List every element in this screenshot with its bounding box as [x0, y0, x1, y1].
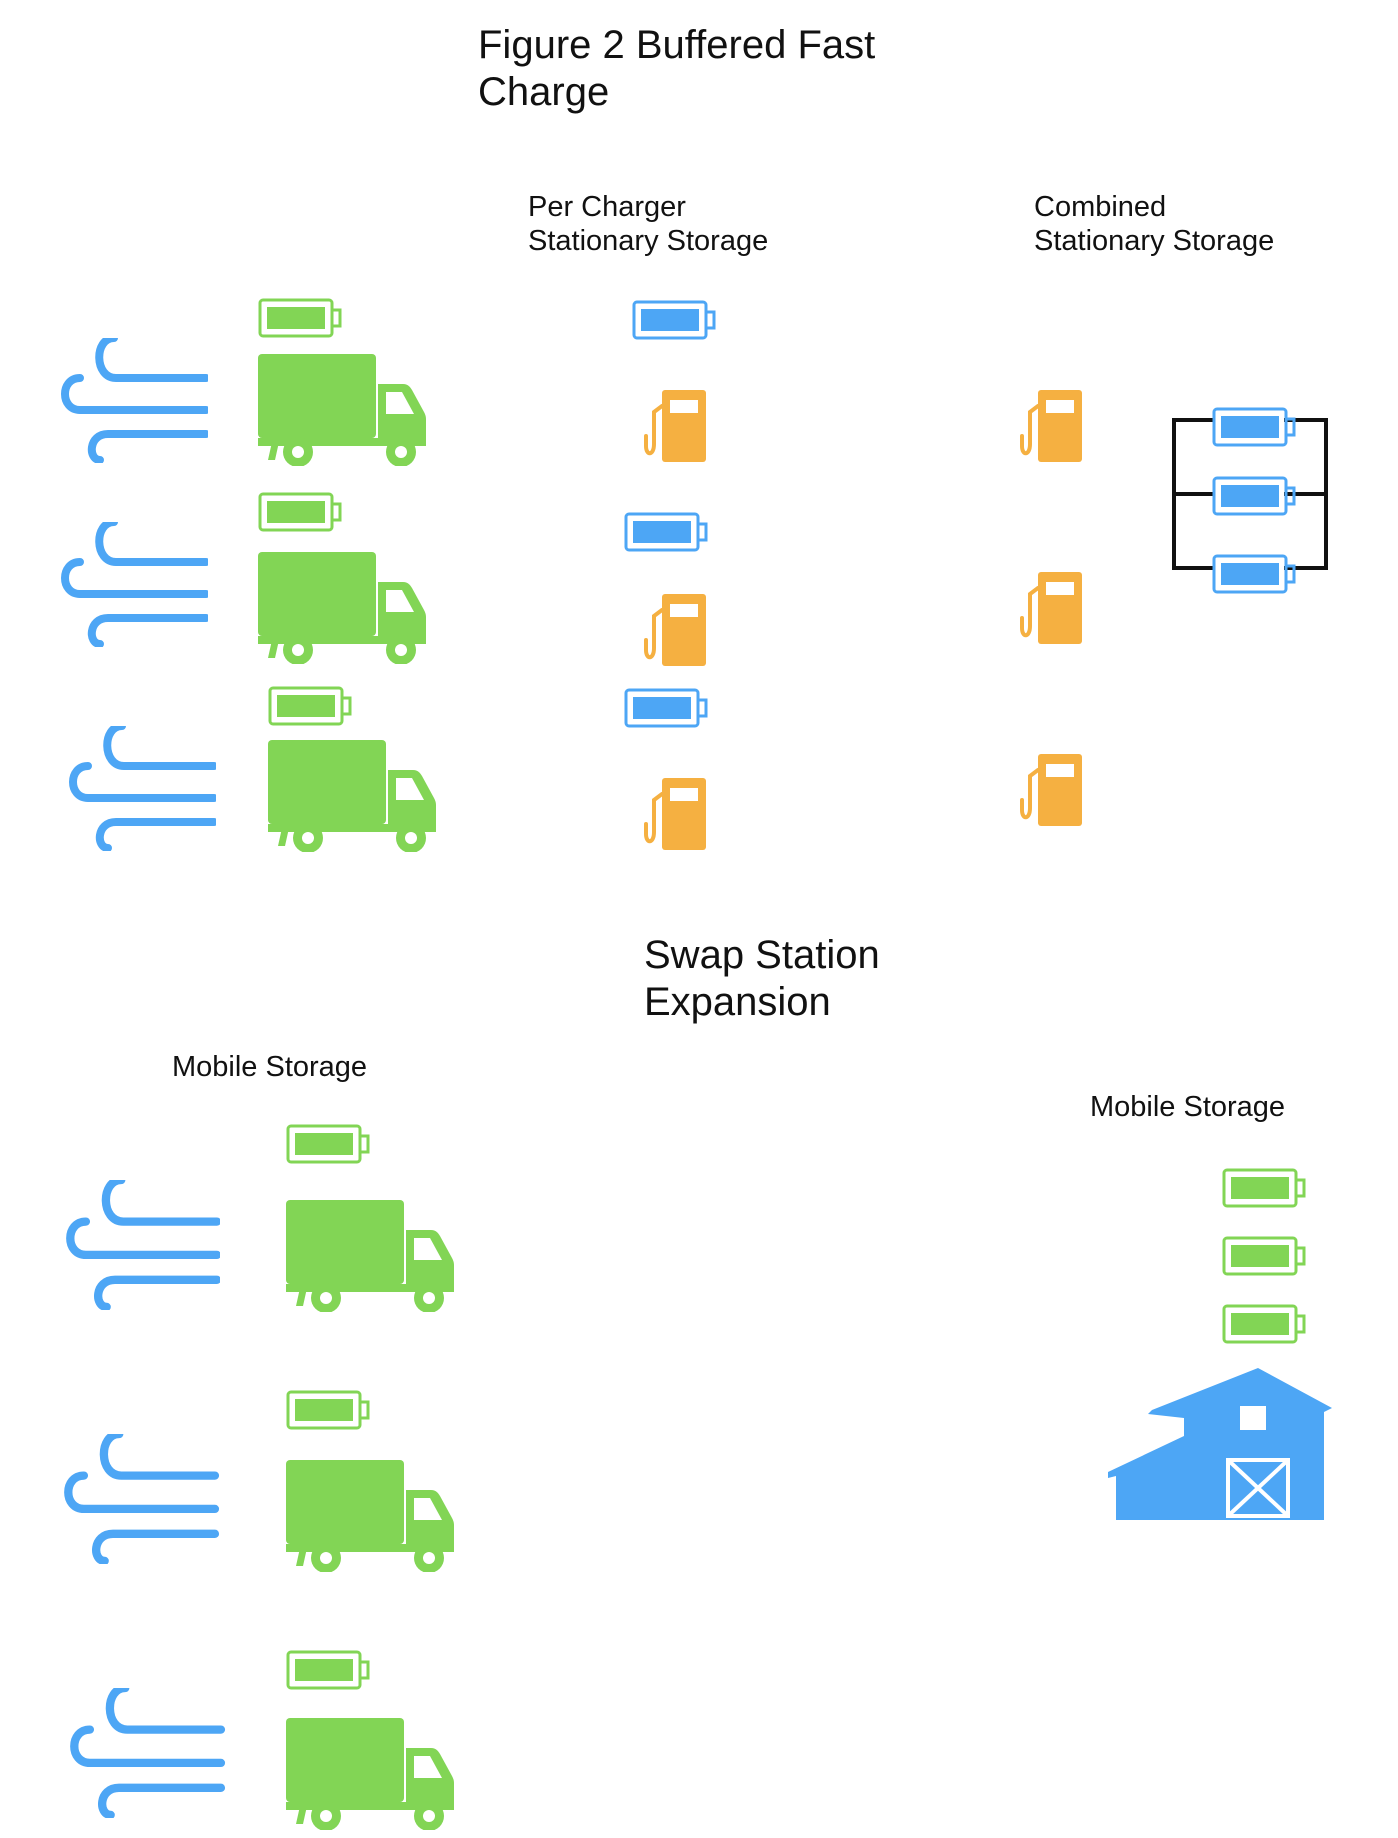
battery-icon	[1212, 476, 1296, 516]
fuel-charger-icon	[644, 390, 706, 462]
wiring-line	[1172, 418, 1328, 570]
figure-title-line2: Charge	[478, 70, 610, 115]
truck-icon	[286, 1718, 454, 1830]
barn-icon	[1108, 1368, 1332, 1520]
per-charger-column	[624, 300, 716, 850]
battery-icon	[286, 1390, 370, 1430]
combined-storage-label: Combined Stationary Storage	[1034, 190, 1274, 258]
battery-icon	[1222, 1168, 1306, 1208]
per-charger-storage-label: Per Charger Stationary Storage	[528, 190, 768, 258]
truck-icon	[258, 552, 426, 664]
wind-icon	[70, 1180, 217, 1307]
fleet-top	[65, 298, 436, 852]
swap-station-title: Swap Station Expansion	[644, 932, 880, 1026]
wind-icon	[65, 338, 206, 460]
per-charger-label-line1: Per Charger	[528, 191, 686, 223]
per-charger-label-line2: Stationary Storage	[528, 225, 769, 258]
figure-title: Figure 2 Buffered Fast Charge	[478, 22, 875, 116]
battery-icon	[286, 1124, 370, 1164]
swap-station	[1108, 1168, 1332, 1520]
mobile-storage-label-right: Mobile Storage	[1090, 1091, 1286, 1123]
fuel-charger-icon	[1020, 754, 1082, 826]
combined-label-line2: Stationary Storage	[1034, 225, 1275, 258]
swap-title-line2: Expansion	[644, 980, 831, 1025]
battery-icon	[1222, 1236, 1306, 1276]
battery-icon	[624, 688, 708, 728]
figure-title-line1: Figure 2 Buffered Fast	[478, 23, 876, 67]
mobile-storage-label-left: Mobile Storage	[172, 1051, 368, 1083]
fleet-bottom	[68, 1124, 454, 1830]
fuel-charger-icon	[1020, 572, 1082, 644]
fuel-charger-icon	[1020, 390, 1082, 462]
fuel-charger-icon	[644, 594, 706, 666]
battery-icon	[632, 300, 716, 340]
wind-icon	[68, 1434, 215, 1561]
battery-icon	[1212, 407, 1296, 447]
parallel-battery-bank	[1172, 407, 1328, 594]
truck-icon	[286, 1460, 454, 1572]
battery-icon	[1212, 554, 1296, 594]
battery-icon	[258, 298, 342, 338]
truck-icon	[268, 740, 436, 852]
battery-icon	[286, 1650, 370, 1690]
fuel-charger-icon	[644, 778, 706, 850]
combined-column	[1020, 390, 1328, 826]
swap-title-line1: Swap Station	[644, 933, 880, 977]
combined-label-line1: Combined	[1034, 191, 1167, 223]
wind-icon	[74, 1688, 221, 1815]
wind-icon	[65, 522, 206, 644]
battery-icon	[624, 512, 708, 552]
battery-icon	[1222, 1304, 1306, 1344]
battery-icon	[268, 686, 352, 726]
truck-icon	[258, 354, 426, 466]
wind-icon	[73, 726, 214, 848]
battery-icon	[258, 492, 342, 532]
truck-icon	[286, 1200, 454, 1312]
